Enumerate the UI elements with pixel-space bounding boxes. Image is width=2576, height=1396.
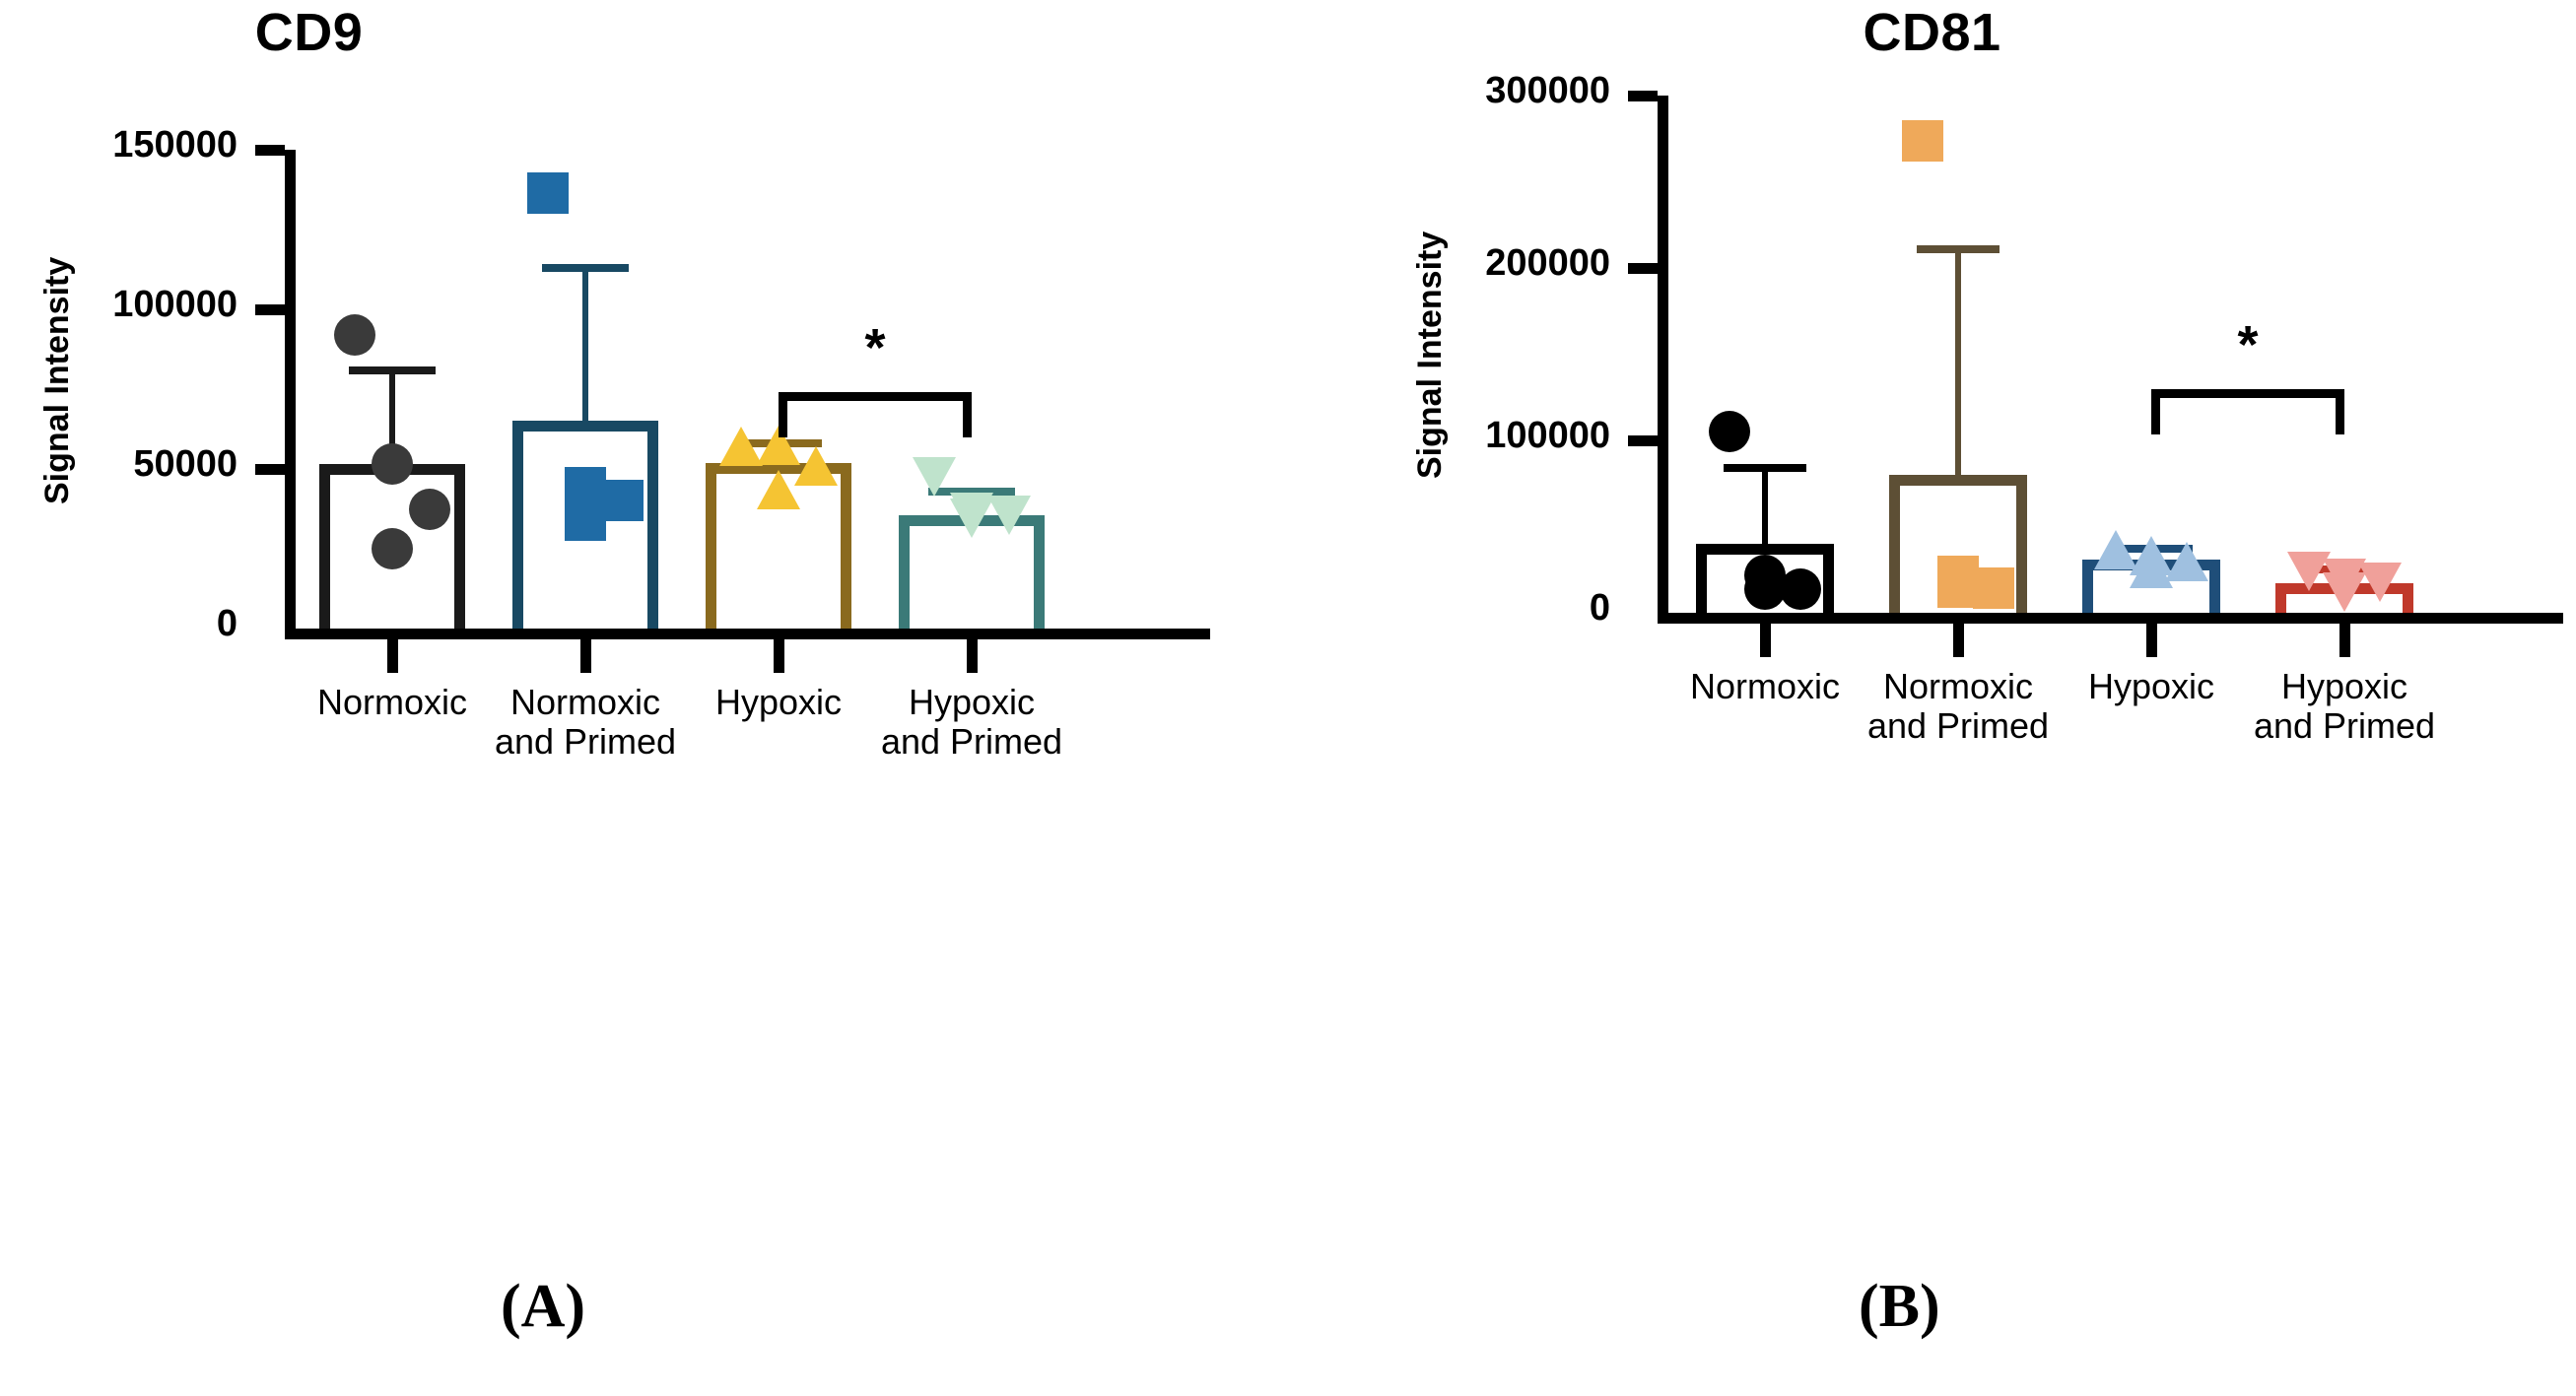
x-tick-label-line: Hypoxic (714, 682, 843, 722)
x-tick (1759, 624, 1771, 657)
y-tick (1628, 434, 1658, 446)
x-axis-line (1658, 613, 2563, 624)
error-bar-stem (1762, 468, 1768, 544)
bar-hypoxic (706, 462, 851, 629)
x-tick (966, 639, 978, 673)
y-axis-line (285, 150, 296, 639)
x-tick (386, 639, 398, 673)
data-point (2130, 548, 2173, 588)
x-tick (1952, 624, 1964, 657)
y-tick-label-300000: 300000 (1485, 70, 1610, 111)
y-tick-label-100000: 100000 (1485, 415, 1610, 456)
y-tick-label-200000: 200000 (1485, 242, 1610, 284)
data-point (2323, 572, 2366, 612)
y-tick-label-50000: 50000 (133, 443, 237, 485)
significance-bracket (2151, 388, 2344, 434)
x-tick-label-line: Normoxic (509, 682, 660, 722)
data-point (1744, 568, 1786, 611)
x-tick-label-hypoxic: Hypoxic (2012, 666, 2290, 706)
error-bar-stem (389, 369, 395, 465)
data-point (1937, 565, 1979, 608)
bar-normoxic-and-primed (512, 421, 658, 629)
error-bar-cap (541, 263, 630, 272)
x-tick-label-line: and Primed (494, 721, 677, 763)
chart-title-cd81: CD81 (1863, 3, 2001, 62)
panel-label-a: (A) (501, 1273, 586, 1340)
x-tick (2145, 624, 2157, 657)
significance-star: * (864, 318, 886, 378)
panel-label-b: (B) (1859, 1273, 1940, 1340)
bar-normoxic (1696, 544, 1834, 613)
data-point (1973, 566, 2015, 609)
x-axis-line (285, 629, 1210, 639)
data-point (1708, 411, 1750, 453)
bar-normoxic-and-primed (1889, 475, 2027, 613)
y-tick (255, 303, 285, 315)
x-tick-label-normoxic: Normoxic (1626, 666, 1904, 706)
x-tick (773, 639, 784, 673)
data-point (526, 171, 569, 214)
error-bar-cap (1724, 464, 1806, 472)
x-tick-label-line: Normoxic (316, 682, 467, 722)
data-point (565, 499, 606, 541)
data-point (1901, 119, 1943, 162)
x-tick (2339, 624, 2350, 657)
significance-star: * (2237, 314, 2259, 374)
y-tick (255, 463, 285, 475)
data-point (372, 528, 413, 569)
error-bar-stem (582, 267, 588, 422)
data-point (757, 470, 800, 510)
data-point (1780, 567, 1822, 610)
x-tick-label-line: and Primed (1866, 705, 2050, 747)
error-bar-cap (927, 487, 1016, 496)
data-point (409, 488, 451, 530)
y-axis-title: Signal Intensity (1411, 231, 1449, 479)
y-tick (255, 144, 285, 156)
y-tick (1628, 262, 1658, 274)
y-axis-line (1658, 96, 1668, 624)
data-point (333, 313, 375, 356)
data-point (794, 445, 839, 486)
significance-bracket (779, 392, 972, 438)
error-bar-cap (348, 366, 437, 374)
y-tick (1628, 90, 1658, 101)
data-point (987, 495, 1032, 535)
x-tick-label-line: Hypoxic (2280, 666, 2408, 706)
data-point (950, 499, 993, 539)
x-tick-label-line: Hypoxic (2087, 666, 2215, 706)
y-tick-label-100000: 100000 (112, 284, 237, 325)
x-tick-label-line: Hypoxic (908, 682, 1036, 722)
x-tick-label-hypoxic: Hypoxic (640, 682, 917, 722)
y-axis-title: Signal Intensity (38, 256, 76, 504)
x-tick-label-line: and Primed (880, 721, 1063, 763)
x-tick-label-line: Normoxic (1689, 666, 1840, 706)
y-tick-label-0: 0 (1589, 587, 1610, 629)
data-point (372, 443, 413, 486)
error-bar-stem (1955, 248, 1961, 475)
x-tick (579, 639, 591, 673)
x-tick-label-line: and Primed (2253, 705, 2436, 747)
y-tick-label-150000: 150000 (112, 124, 237, 166)
data-point (602, 480, 644, 522)
data-point (912, 457, 956, 498)
chart-title-cd9: CD9 (254, 3, 364, 62)
x-tick-label-line: Normoxic (1882, 666, 2033, 706)
y-tick-label-0: 0 (216, 603, 237, 644)
x-tick-label-normoxic: Normoxic (253, 682, 531, 722)
data-point (718, 427, 763, 467)
error-bar-cap (1917, 244, 2000, 253)
